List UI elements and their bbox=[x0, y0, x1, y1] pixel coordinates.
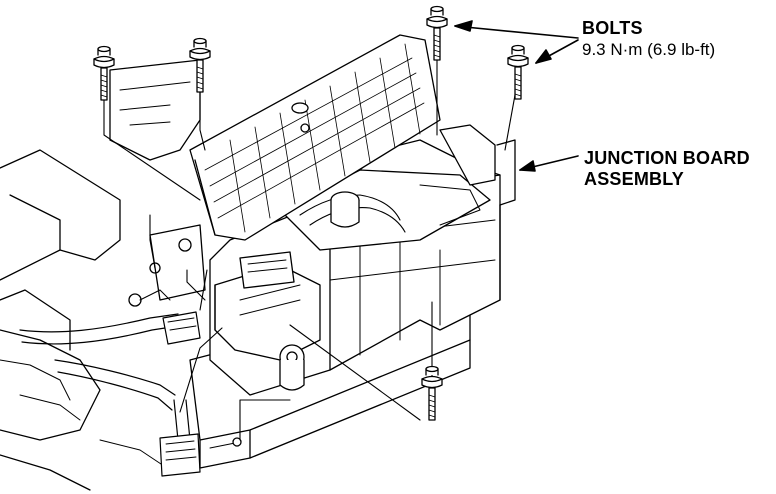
bolts-callout: BOLTS 9.3 N·m (6.9 lb-ft) bbox=[582, 18, 715, 60]
junction-board-arrow bbox=[519, 155, 579, 172]
bolt-icon bbox=[426, 5, 448, 61]
junction-board-callout: JUNCTION BOARD ASSEMBLY bbox=[584, 148, 750, 190]
wire-harness bbox=[19, 311, 201, 477]
bolts-arrows bbox=[454, 20, 579, 64]
bolt-icon bbox=[189, 37, 211, 93]
bolt-icon bbox=[93, 45, 115, 101]
junction-board-housing bbox=[128, 124, 516, 396]
junction-board-lid bbox=[189, 34, 441, 241]
bolt-icon bbox=[507, 44, 529, 100]
bolt-icon bbox=[421, 365, 443, 421]
bolts-title: BOLTS bbox=[582, 18, 643, 38]
bolts-torque-spec: 9.3 N·m (6.9 lb-ft) bbox=[582, 40, 716, 59]
junction-board-label-line1: JUNCTION BOARD bbox=[584, 148, 750, 168]
junction-board-label-line2: ASSEMBLY bbox=[584, 169, 684, 189]
